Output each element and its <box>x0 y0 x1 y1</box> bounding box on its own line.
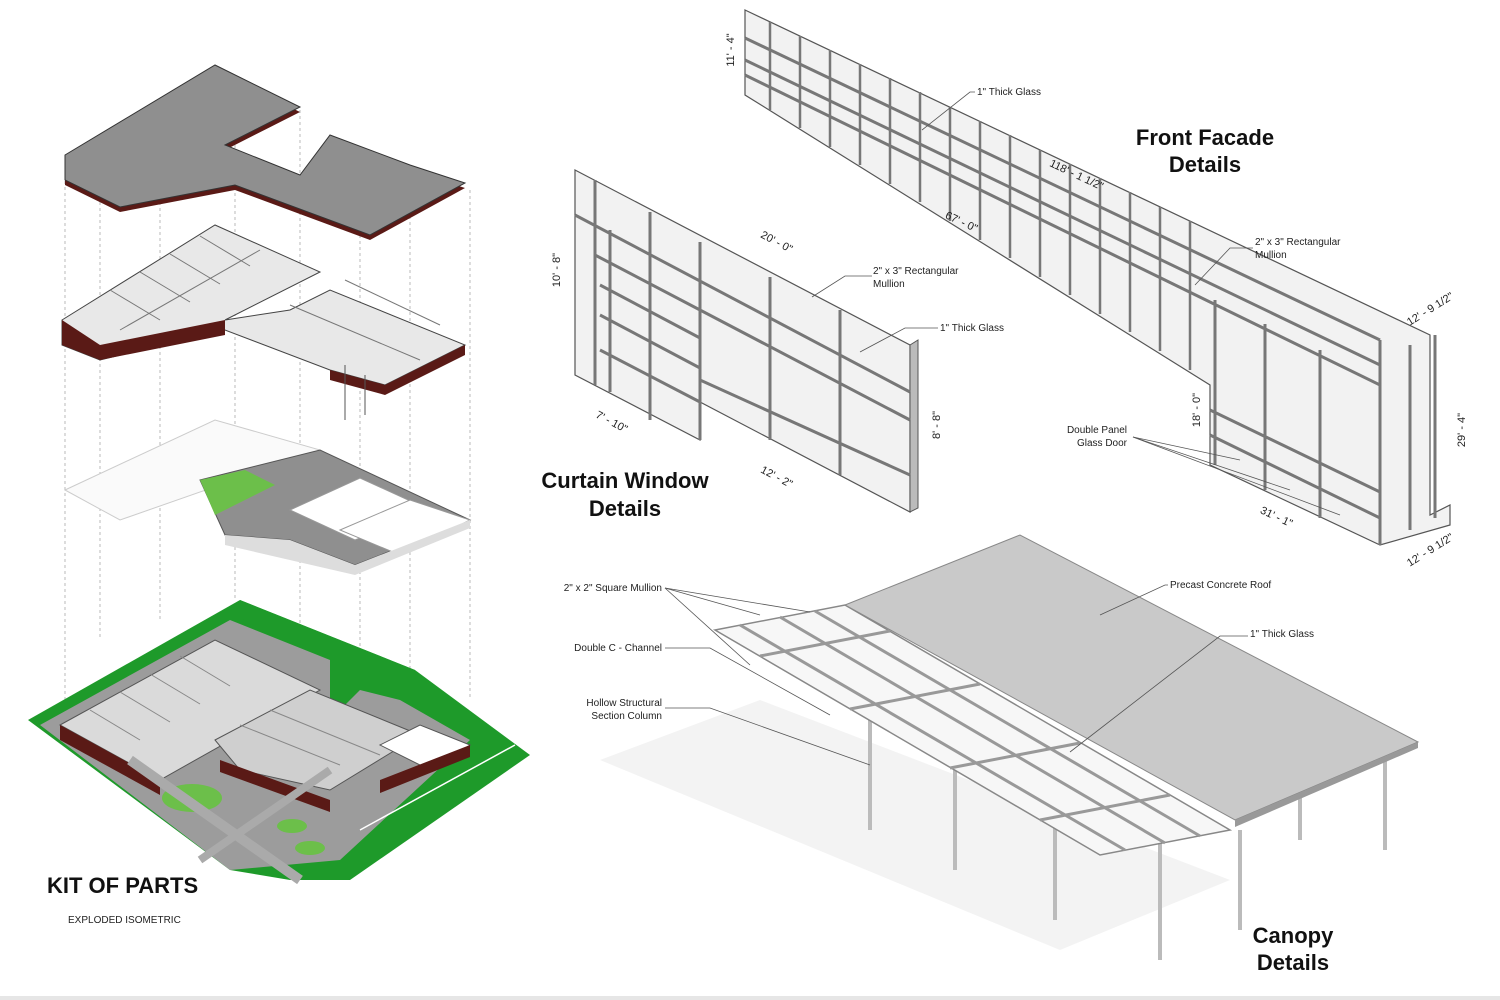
facade-vertical-mullions <box>768 22 1192 370</box>
curtain-label-mullion-2: Mullion <box>873 279 905 290</box>
curtain-label-glass: 1" Thick Glass <box>940 323 1004 334</box>
curtain-dim-length-top: 20' - 0" <box>759 229 795 256</box>
canopy-label-roof: Precast Concrete Roof <box>1170 580 1271 591</box>
canopy-label-c-channel: Double C - Channel <box>574 643 662 654</box>
facade-mullions <box>744 36 1437 545</box>
canopy-columns <box>868 720 1387 960</box>
curtain-window-title-2: Details <box>589 496 661 521</box>
canopy-c-channels <box>739 609 1201 852</box>
curtain-dim-height-right: 8' - 8" <box>931 411 943 439</box>
facade-dim-return-bottom: 12' - 9 1/2" <box>1405 531 1456 569</box>
facade-label-mullion-2: Mullion <box>1255 250 1287 261</box>
canopy-shadow <box>600 700 1230 950</box>
facade-label-glass: 1" Thick Glass <box>977 87 1041 98</box>
curtain-window-drawing: 20' - 0" 10' - 8" 7' - 10" 12' - 2" 8' -… <box>541 169 1004 521</box>
canopy-label-square-mullion: 2" x 2" Square Mullion <box>564 583 662 594</box>
front-facade-title-2: Details <box>1169 152 1241 177</box>
curtain-label-mullion-1: 2" x 3" Rectangular <box>873 266 959 277</box>
curtain-dim-height-left: 10' - 8" <box>551 253 563 287</box>
roof-layer <box>64 64 467 240</box>
facade-dim-length-front: 31' - 1" <box>1258 505 1294 530</box>
front-facade-title-1: Front Facade <box>1136 125 1274 150</box>
curtain-window-mullions <box>574 180 911 477</box>
facade-label-door-2: Glass Door <box>1077 438 1128 449</box>
ground-slab-layer <box>63 419 472 575</box>
front-facade-drawing: 11' - 4" 118' - 1 1/2" 67' - 0" 12' - 9 … <box>725 9 1468 569</box>
canopy-title-1: Canopy <box>1253 923 1334 948</box>
facade-dim-height-mid: 18' - 0" <box>1191 393 1203 427</box>
upper-floor-layer <box>61 224 467 420</box>
facade-dim-height-left: 11' - 4" <box>725 33 737 66</box>
kit-of-parts-subtitle: EXPLODED ISOMETRIC <box>68 915 181 926</box>
facade-label-door-1: Double Panel <box>1067 425 1127 436</box>
bottom-rule <box>0 996 1500 1000</box>
canopy-label-column-1: Hollow Structural <box>586 698 662 709</box>
kit-of-parts-title: KIT OF PARTS <box>47 873 198 898</box>
curtain-dim-depth-left: 7' - 10" <box>594 409 630 436</box>
facade-dim-return-top: 12' - 9 1/2" <box>1405 290 1456 328</box>
kit-of-parts-exploded-isometric: KIT OF PARTS EXPLODED ISOMETRIC <box>28 64 530 926</box>
facade-dim-height-right: 29' - 4" <box>1456 413 1468 447</box>
canopy-label-glass: 1" Thick Glass <box>1250 629 1314 640</box>
canopy-label-column-2: Section Column <box>591 711 662 722</box>
canopy-drawing: 2" x 2" Square Mullion Double C - Channe… <box>564 534 1420 975</box>
site-plan-layer <box>28 600 530 885</box>
curtain-dim-length-bottom: 12' - 2" <box>759 464 795 491</box>
curtain-window-title-1: Curtain Window <box>541 468 709 493</box>
facade-label-mullion-1: 2" x 3" Rectangular <box>1255 237 1341 248</box>
canopy-title-2: Details <box>1257 950 1329 975</box>
